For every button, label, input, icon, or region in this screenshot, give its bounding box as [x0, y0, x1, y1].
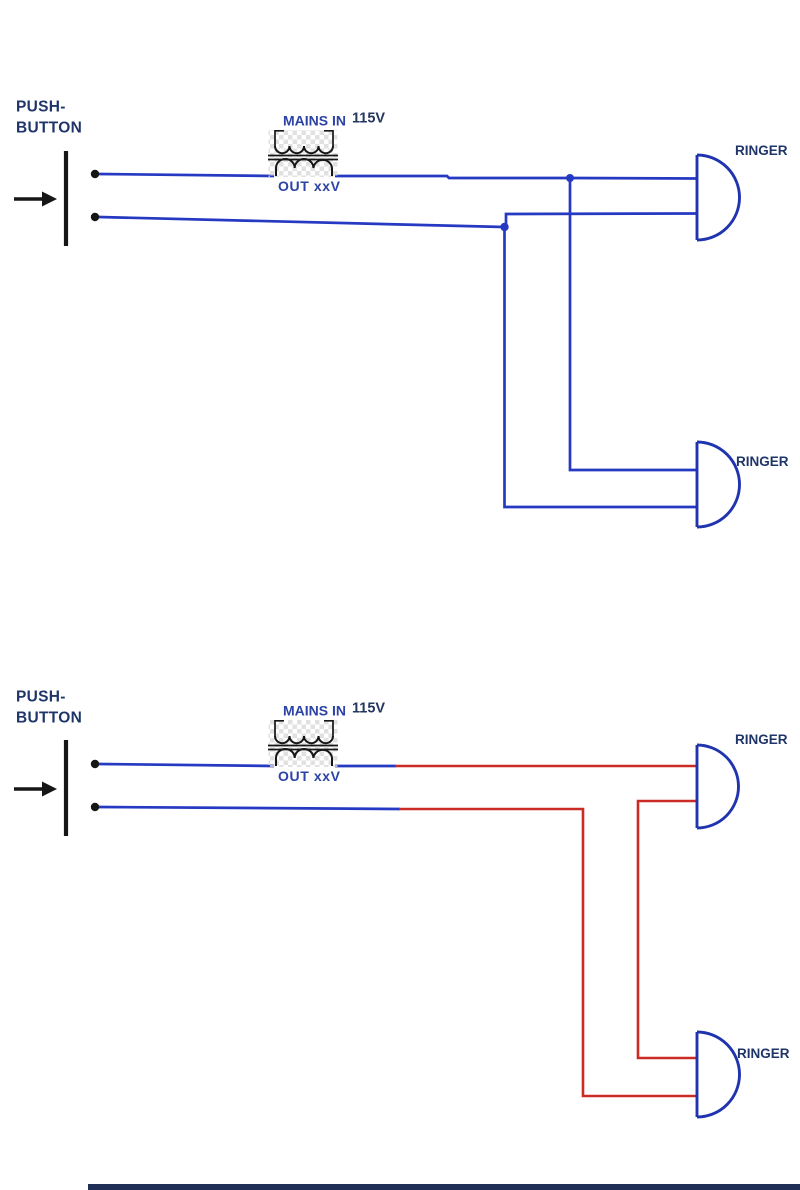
primary-winding: [274, 735, 334, 745]
wire-button-to-transformer: [98, 172, 275, 178]
circuit-1: PUSH- BUTTON MAINS IN 115V OUT xxV: [14, 99, 789, 529]
primary-lead-left: [274, 719, 284, 736]
mains-voltage-label: 115V: [352, 701, 385, 717]
wire-branch-to-ringer2-top: [568, 178, 697, 472]
wire-button-to-junction: [98, 215, 505, 229]
push-button-label-line2: BUTTON: [16, 710, 82, 727]
wire-button-to-transformer: [98, 762, 275, 768]
primary-lead-right: [324, 129, 334, 146]
ringer-symbol-3: RINGER: [695, 732, 788, 830]
wire-red-to-ringer4-bottom: [399, 807, 697, 1098]
ringer2-label: RINGER: [736, 454, 789, 469]
press-arrow-icon: [42, 781, 57, 797]
wire-button-blue-run: [98, 805, 401, 811]
circuit-2: PUSH- BUTTON MAINS IN 115V OUT xxV: [14, 689, 790, 1119]
transformer-symbol: MAINS IN 115V OUT xxV: [268, 111, 385, 194]
push-button-label-line2: BUTTON: [16, 120, 82, 137]
ringer3-label: RINGER: [735, 732, 788, 747]
mains-voltage-label: 115V: [352, 111, 385, 127]
junction-dot-top: [566, 174, 574, 182]
wire-branch-to-ringer2-bottom: [503, 227, 697, 509]
secondary-winding: [275, 748, 333, 766]
mains-in-label: MAINS IN: [283, 703, 346, 719]
ringer-symbol-2: RINGER: [695, 440, 789, 529]
contact-dot-bottom: [90, 802, 100, 812]
out-voltage-label: OUT xxV: [278, 178, 341, 194]
bottom-bar: [88, 1184, 800, 1190]
push-button-label-line1: PUSH-: [16, 99, 66, 116]
contact-dot-bottom: [90, 212, 100, 222]
ringer-symbol-1: RINGER: [695, 143, 788, 242]
wire-series-link-ringer3-to-ringer4: [636, 799, 697, 1060]
primary-lead-left: [274, 129, 284, 146]
wire-junction-to-ringer1-bottom: [504, 212, 698, 227]
mains-in-label: MAINS IN: [283, 113, 346, 129]
push-button-label-line1: PUSH-: [16, 689, 66, 706]
transformer-symbol: MAINS IN 115V OUT xxV: [268, 701, 385, 784]
primary-winding: [274, 145, 334, 155]
ringer-symbol-4: RINGER: [695, 1030, 790, 1119]
press-arrow-icon: [42, 191, 57, 207]
ringer2-dome: [696, 440, 741, 529]
secondary-winding: [275, 158, 333, 176]
primary-lead-right: [324, 719, 334, 736]
ringer1-dome: [696, 153, 741, 242]
ringer4-dome: [696, 1030, 741, 1119]
contact-dot-top: [90, 759, 100, 769]
junction-dot-bottom: [500, 222, 509, 232]
out-voltage-label: OUT xxV: [278, 768, 341, 784]
ringer3-dome: [696, 743, 740, 830]
ringer4-label: RINGER: [737, 1046, 790, 1061]
ringer1-label: RINGER: [735, 143, 788, 158]
wire-transformer-to-ringer1-top: [335, 174, 698, 180]
contact-dot-top: [90, 169, 100, 179]
